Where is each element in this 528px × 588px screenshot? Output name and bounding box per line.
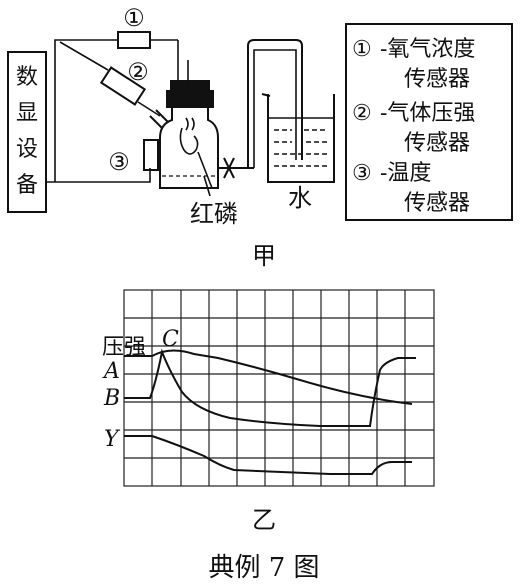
legend-marker-3: ③ <box>352 161 372 186</box>
reaction-bottle <box>159 60 219 189</box>
phosphorus-pointer <box>203 175 211 197</box>
display-device-char-4: 备 <box>16 173 38 198</box>
sensor-legend: ① -氧气浓度 传感器 ② -气体压强 传感器 ③ -温度 传感器 <box>345 23 513 221</box>
legend-marker-2: ② <box>352 101 372 126</box>
legend-marker-1: ① <box>352 37 372 62</box>
pressure-axis-label: 压强 <box>102 335 146 360</box>
display-device-char-3: 设 <box>16 137 38 162</box>
temperature-sensor <box>143 139 159 171</box>
legend-box <box>345 23 513 221</box>
pressure-curve <box>124 348 416 427</box>
tube-clamp <box>223 157 235 179</box>
display-device-box <box>7 51 47 213</box>
connecting-tube <box>218 39 303 179</box>
sensor-marker-2: ② <box>127 58 149 86</box>
point-c-label: C <box>162 327 179 352</box>
pressure-sensor-clamp <box>149 109 169 129</box>
legend-line-3b: 传感器 <box>404 191 470 216</box>
legend-line-1b: 传感器 <box>404 67 470 92</box>
figure-caption: 典例 7 图 <box>208 553 319 583</box>
phosphorus-label: 红磷 <box>190 200 238 228</box>
graph-grid <box>123 289 435 487</box>
figure-label-yi: 乙 <box>252 506 276 534</box>
sensor-graph: 压强 C A B Y 乙 <box>102 289 435 534</box>
display-device-char-2: 显 <box>16 101 38 126</box>
display-device-char-1: 数 <box>16 65 38 90</box>
figure-label-jia: 甲 <box>252 242 276 270</box>
y-label-y: Y <box>104 427 121 452</box>
oxygen-sensor <box>117 31 151 49</box>
legend-line-3a: -温度 <box>380 161 431 186</box>
oxygen-curve <box>124 435 412 475</box>
water-label: 水 <box>288 184 312 212</box>
legend-line-2b: 传感器 <box>404 131 470 156</box>
temperature-curve <box>124 349 413 405</box>
y-label-a: A <box>102 359 120 384</box>
legend-line-2a: -气体压强 <box>380 101 475 126</box>
y-label-b: B <box>103 386 120 411</box>
sensor-marker-1: ① <box>123 4 145 32</box>
sensor-marker-3: ③ <box>108 148 130 176</box>
legend-line-1a: -氧气浓度 <box>380 37 475 62</box>
apparatus-diagram: 数 显 设 备 ① ② ③ <box>7 4 335 270</box>
water-beaker <box>261 93 335 183</box>
pressure-sensor <box>99 66 147 106</box>
